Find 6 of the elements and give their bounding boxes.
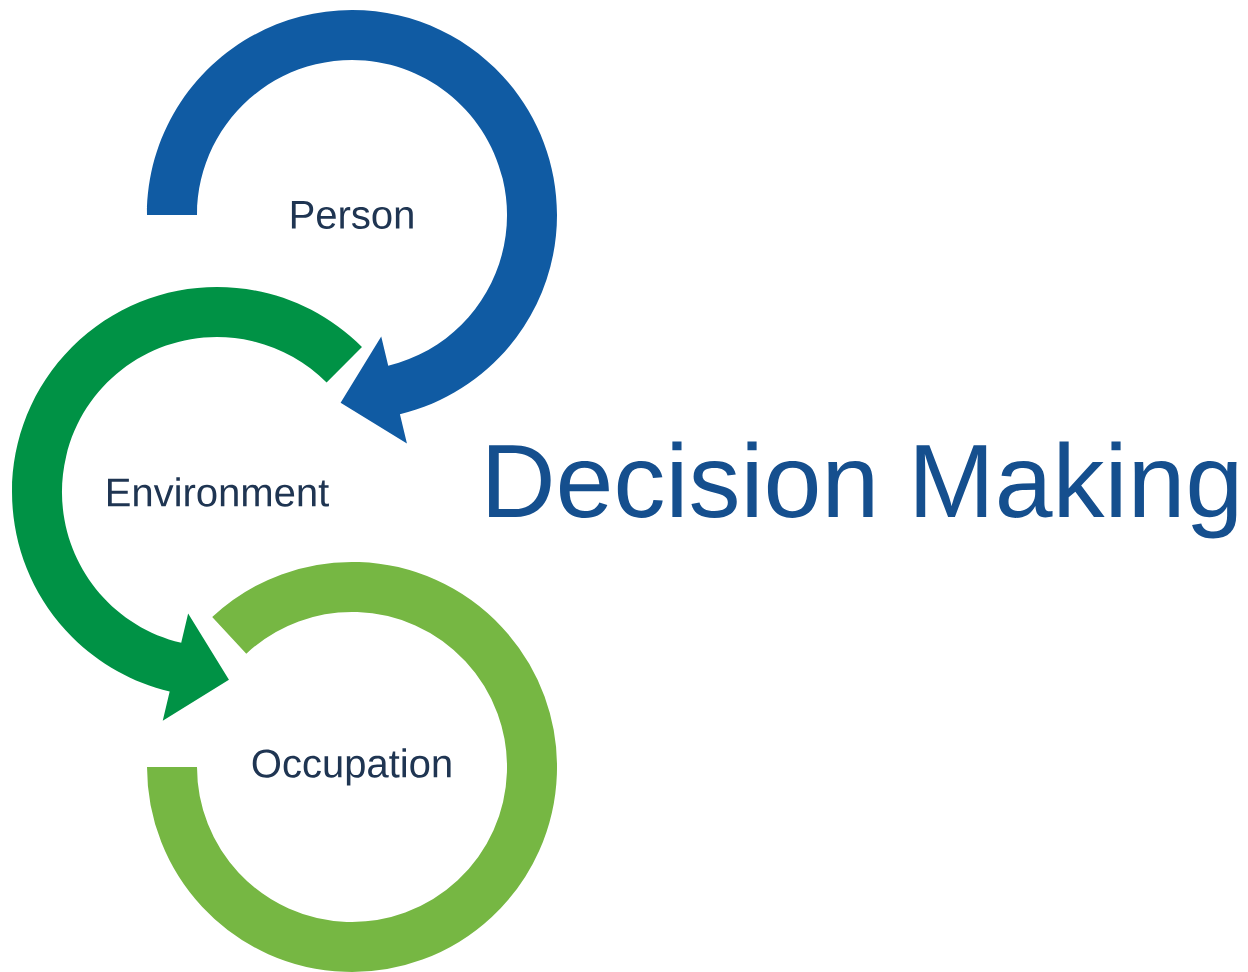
node-label: Environment <box>108 477 329 507</box>
circular-arrow <box>12 287 362 721</box>
circular-arrow <box>147 10 557 444</box>
title: Decision Making <box>489 441 1237 539</box>
node-label: Person <box>291 201 413 229</box>
circular-band: Occupation <box>147 562 557 972</box>
